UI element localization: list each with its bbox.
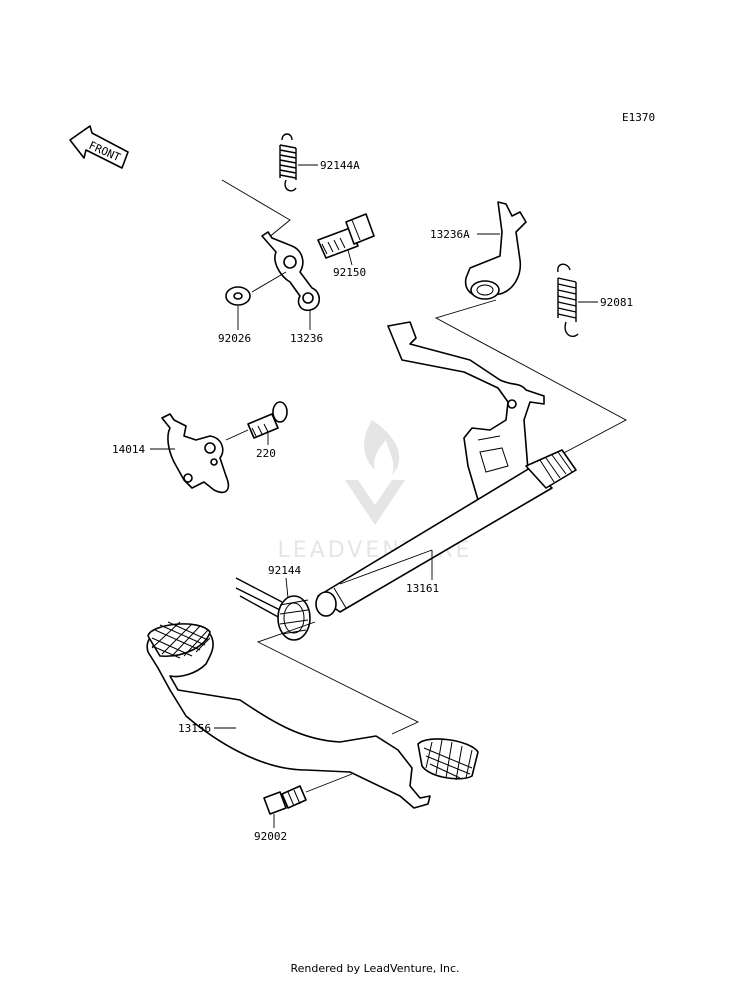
callout-14014: 14014 — [112, 443, 145, 456]
toe-grip-pattern — [423, 739, 473, 781]
shaft-frame — [434, 299, 627, 456]
pedal-grip-pattern — [151, 621, 211, 659]
callout-13236a: 13236A — [430, 228, 470, 241]
assembly-frame — [221, 179, 291, 239]
callout-92026: 92026 — [218, 332, 251, 345]
spring-92144a — [279, 133, 297, 192]
diagram-code: E1370 — [622, 111, 655, 124]
pedal-frame — [256, 621, 420, 735]
pedal-13156 — [146, 621, 479, 809]
callout-92144: 92144 — [268, 564, 301, 577]
spring-92081 — [557, 263, 579, 338]
render-credit: Rendered by LeadVenture, Inc. — [290, 962, 460, 975]
callout-92081: 92081 — [600, 296, 633, 309]
bracket-14014 — [161, 413, 230, 494]
front-arrow-icon: FRONT — [69, 125, 129, 169]
washer-92026 — [225, 286, 251, 306]
bolt-92002 — [263, 785, 307, 815]
spring-92144 — [235, 577, 311, 641]
shaft-13161 — [315, 449, 577, 617]
callout-13156: 13156 — [178, 722, 211, 735]
bolt-92150 — [317, 213, 375, 259]
callout-92144a: 92144A — [320, 159, 360, 172]
callout-92150: 92150 — [333, 266, 366, 279]
callout-13161: 13161 — [406, 582, 439, 595]
callout-92002: 92002 — [254, 830, 287, 843]
callout-13236: 13236 — [290, 332, 323, 345]
plate-13236 — [261, 231, 321, 312]
callout-220: 220 — [256, 447, 276, 460]
arm-13236a — [464, 201, 527, 300]
bolt-220 — [247, 401, 288, 439]
